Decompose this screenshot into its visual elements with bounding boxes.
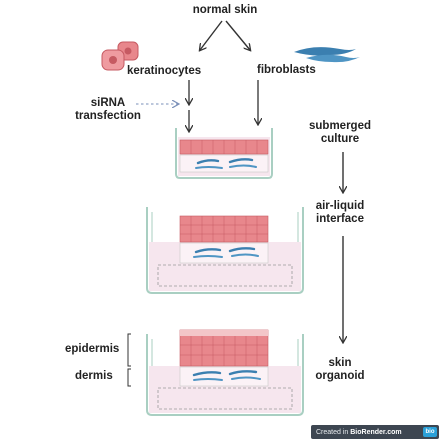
submerged-label-line1: submerged	[309, 120, 371, 132]
sirna-label-line1: siRNA	[90, 97, 126, 109]
air-liquid-label-line2: interface	[316, 213, 364, 225]
skin-organoid-label-line2: organoid	[315, 370, 365, 382]
dermis-label: dermis	[75, 370, 113, 382]
watermark-brand: BioRender.com	[350, 428, 402, 436]
watermark-prefix: Created in	[316, 428, 351, 436]
biorender-watermark: Created in BioRender.com bio	[311, 425, 439, 439]
split-arrows	[200, 20, 250, 50]
skin-organoid-label-line1: skin	[328, 357, 352, 369]
skin-organoid-dish	[146, 329, 304, 416]
keratinocyte-cells-icon	[101, 41, 139, 71]
epidermis-bracket	[127, 333, 131, 367]
epidermis-label: epidermis	[65, 343, 120, 355]
keratinocytes-label: keratinocytes	[127, 65, 202, 77]
normal-skin-label: normal skin	[192, 4, 258, 16]
submerged-label-line2: culture	[320, 133, 360, 145]
dermis-bracket	[127, 368, 131, 387]
fibroblast-cells-icon	[294, 47, 360, 63]
air-liquid-interface-dish	[146, 207, 304, 294]
biorender-logo-icon: bio	[423, 427, 437, 437]
air-liquid-label-line1: air-liquid	[315, 200, 365, 212]
fibroblasts-label: fibroblasts	[257, 64, 316, 76]
sirna-label-line2: transfection	[75, 110, 141, 122]
submerged-culture-dish	[175, 128, 273, 179]
